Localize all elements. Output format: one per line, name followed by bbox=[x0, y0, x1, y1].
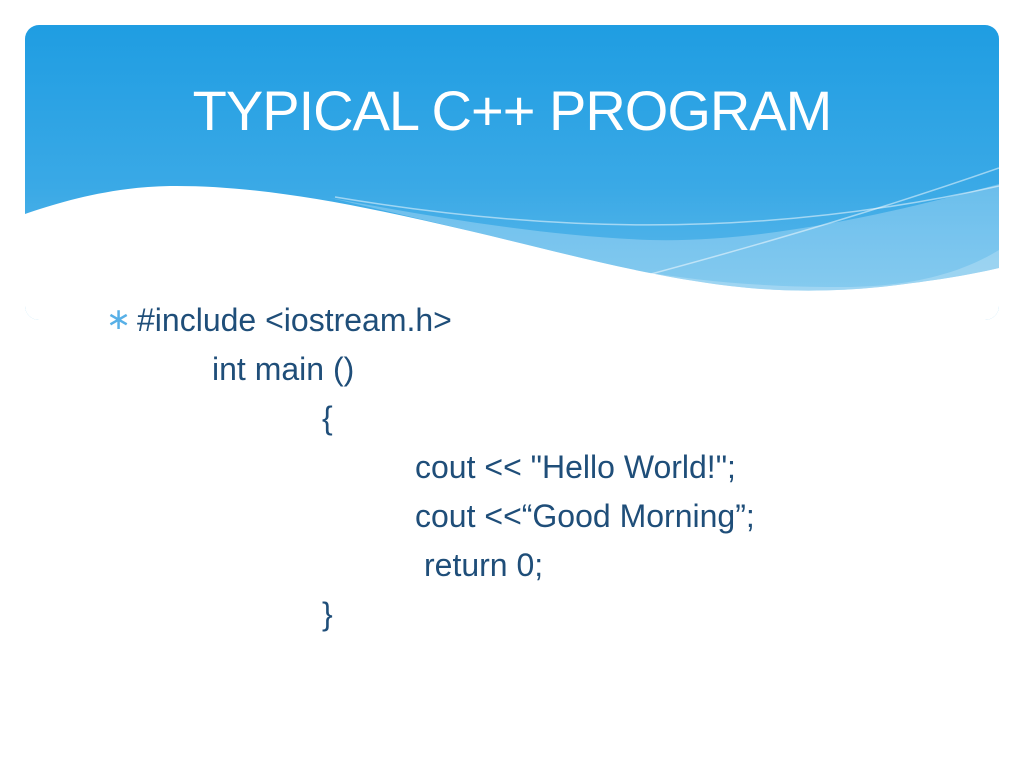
slide-title: TYPICAL C++ PROGRAM bbox=[192, 78, 833, 142]
white-wave-foreground bbox=[25, 185, 999, 320]
light-wave-overlay-upper bbox=[330, 184, 999, 291]
wave-hairline-1 bbox=[334, 185, 999, 226]
code-line: #include <iostream.h> bbox=[137, 302, 452, 338]
code-line: cout << "Hello World!"; bbox=[415, 449, 736, 485]
bullet-asterisk-icon: ∗ bbox=[106, 303, 132, 336]
code-line: return 0; bbox=[424, 547, 544, 583]
wave-banner-graphic bbox=[25, 25, 999, 320]
code-block: ∗ #include <iostream.h> int main () { co… bbox=[0, 296, 1024, 639]
code-line: { bbox=[322, 400, 333, 436]
code-line: int main () bbox=[212, 351, 355, 387]
code-line: cout <<“Good Morning”; bbox=[415, 498, 755, 534]
code-line: } bbox=[322, 596, 333, 632]
